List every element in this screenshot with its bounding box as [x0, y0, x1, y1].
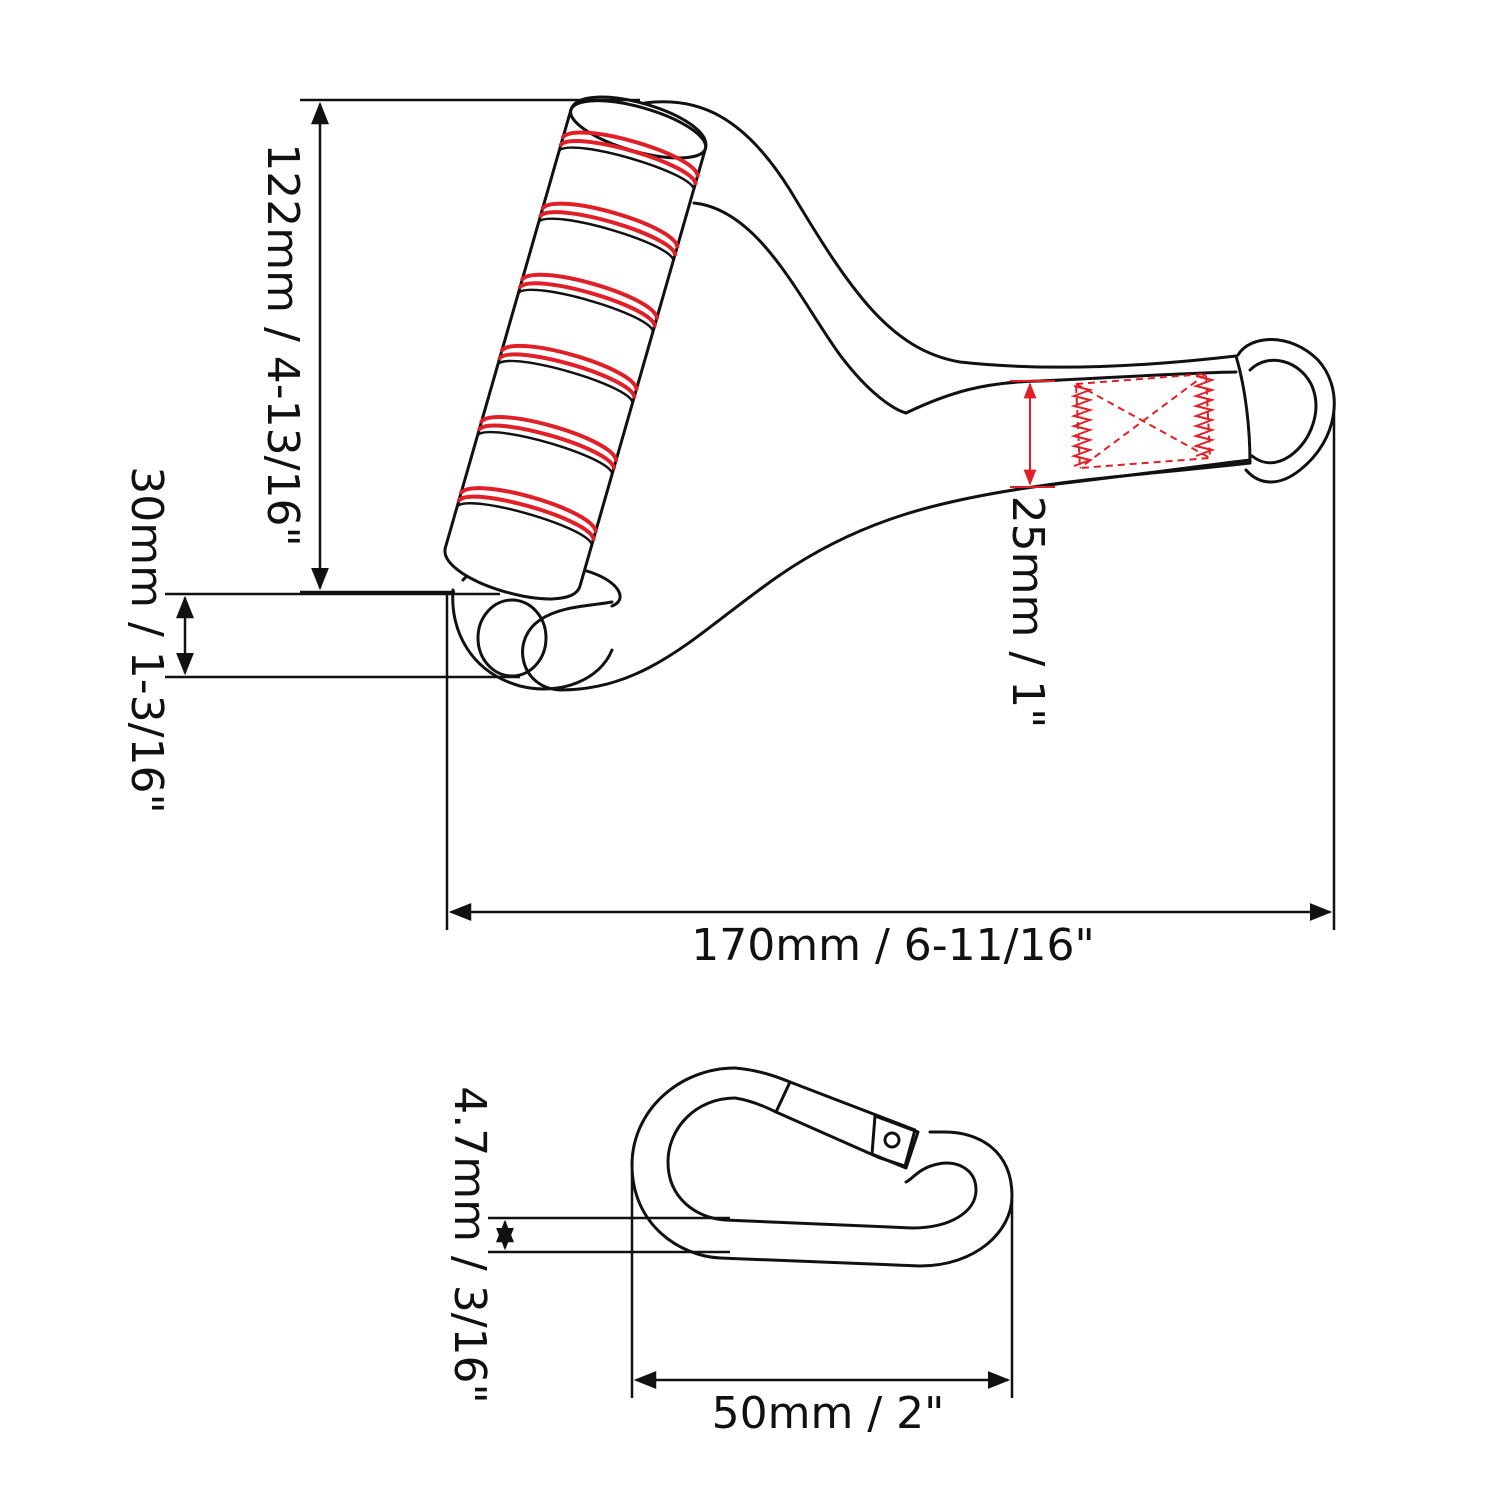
total-width-label: 170mm / 6-11/16": [691, 920, 1094, 971]
strap-bottom-curve: [521, 461, 1252, 692]
wire-diameter-label: 4.7mm / 3/16": [444, 1086, 495, 1404]
strap-end-right: [1234, 354, 1252, 465]
grip-end-core: [476, 598, 548, 678]
strap-outer-top: [643, 100, 1238, 369]
carabiner-dimension-lines: [488, 1170, 1014, 1398]
d-ring-inner: [1248, 358, 1318, 465]
handle-dimension-lines: [165, 98, 1336, 930]
grip-end-outer: [451, 588, 614, 691]
stitching-box: [1010, 372, 1216, 488]
grip-grooves: [456, 130, 700, 541]
height-label: 122mm / 4-13/16": [257, 143, 308, 546]
carabiner-outer: [630, 1066, 1014, 1268]
strap-width-label: 25mm / 1": [1002, 496, 1053, 729]
grip-groove-shadows: [456, 146, 696, 546]
carabiner-gate: [733, 1066, 917, 1168]
carabiner-hinge: [870, 1114, 920, 1170]
strap-inner-curve: [692, 201, 908, 415]
carabiner-gate-edge: [774, 1080, 792, 1114]
carabiner-drawing: [630, 1066, 1014, 1268]
strap-end-bottom: [1038, 458, 1252, 488]
zigzag-left: [1070, 385, 1094, 467]
d-ring-outer: [1236, 338, 1336, 484]
foam-grip: [443, 95, 708, 601]
zigzag-right: [1192, 375, 1216, 457]
strap-lower-edge: [904, 370, 1238, 415]
grip-diameter-label: 30mm / 1-3/16": [121, 466, 172, 813]
carabiner-rivet: [883, 1131, 901, 1149]
carabiner-length-label: 50mm / 2": [712, 1388, 945, 1439]
carabiner-inner: [666, 1096, 978, 1230]
